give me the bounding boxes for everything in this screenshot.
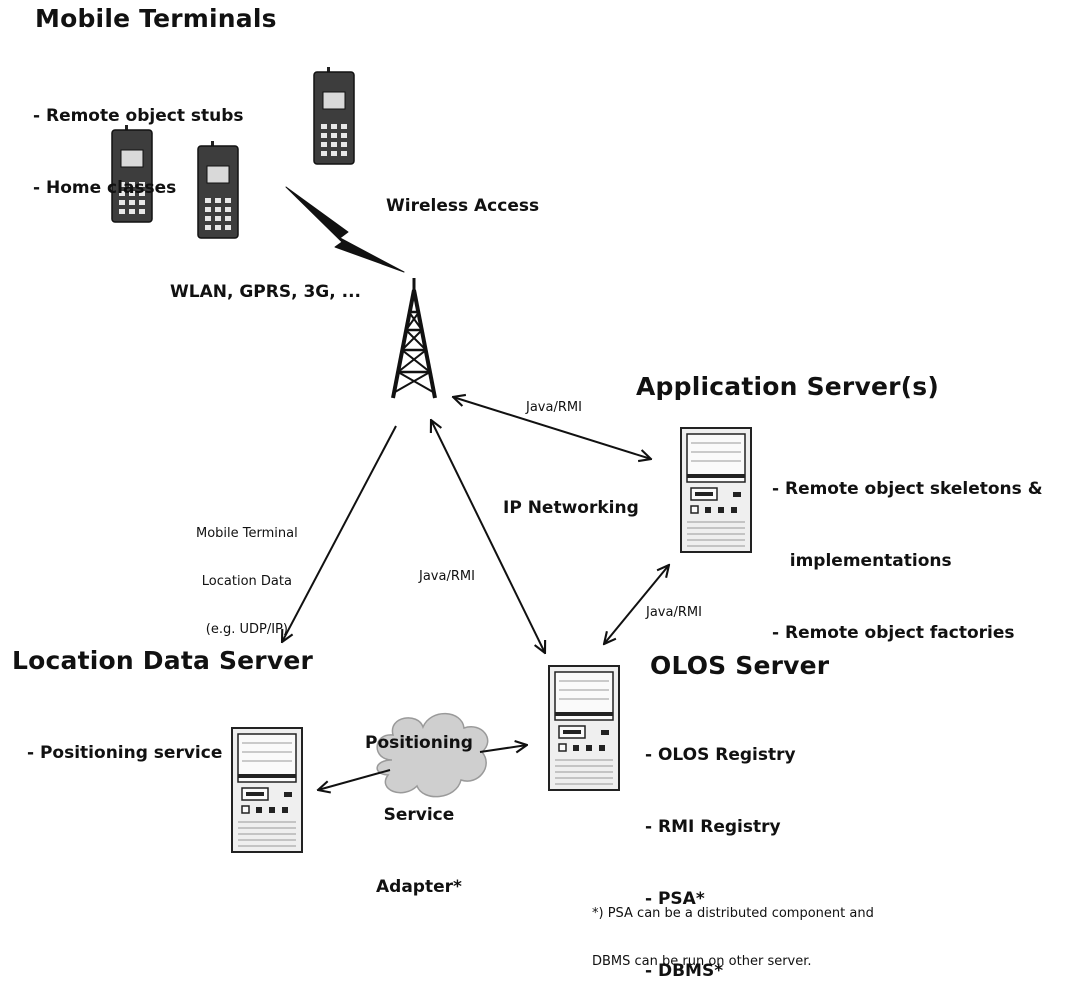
wireless-tech-label: WLAN, GPRS, 3G, ... xyxy=(170,282,362,302)
label-line: Service xyxy=(383,805,455,825)
ip-networking-label: IP Networking xyxy=(503,498,639,518)
location-data-server-title: Location Data Server xyxy=(12,646,314,675)
label-line: Adapter* xyxy=(376,877,462,897)
list-item: - RMI Registry xyxy=(645,817,781,837)
list-item: - Positioning service xyxy=(27,743,223,763)
location-data-label: Mobile Terminal Location Data (e.g. UDP/… xyxy=(196,494,298,654)
footnote: *) PSA can be a distributed component an… xyxy=(592,874,874,986)
list-item: implementations xyxy=(772,551,952,571)
arrow-cloud-olos xyxy=(479,745,527,752)
list-item: - OLOS Registry xyxy=(645,745,796,765)
label-line: Positioning xyxy=(365,733,473,753)
mobile-terminals-title: Mobile Terminals xyxy=(35,4,277,33)
list-item: - Remote object skeletons & xyxy=(772,479,1043,499)
arrow-tower-location xyxy=(282,425,397,642)
list-item: - Home classes xyxy=(33,178,177,198)
list-item: - PSA* xyxy=(645,889,705,909)
footnote-line: DBMS can be run on other server. xyxy=(592,954,812,969)
java-rmi-label: Java/RMI xyxy=(419,569,475,584)
location-server-list: - Positioning service xyxy=(27,693,222,789)
location-data-server-icon xyxy=(231,727,303,853)
java-rmi-label: Java/RMI xyxy=(646,605,702,620)
arrow-tower-application xyxy=(453,397,651,459)
mobile-phone-icon xyxy=(313,66,355,165)
olos-server-icon xyxy=(548,665,620,791)
radio-tower-icon xyxy=(391,278,437,399)
label-line: Location Data xyxy=(201,574,292,589)
footnote-line: *) PSA can be a distributed component an… xyxy=(592,906,874,921)
architecture-diagram xyxy=(111,66,752,853)
application-server-list: - Remote object skeletons & implementati… xyxy=(772,429,1043,669)
label-line: (e.g. UDP/IP) xyxy=(205,622,288,637)
psa-label: Positioning Service Adapter* xyxy=(365,683,473,923)
list-item: - Remote object stubs xyxy=(33,106,244,126)
java-rmi-label: Java/RMI xyxy=(526,400,582,415)
application-server-icon xyxy=(680,427,752,553)
lightning-icon xyxy=(285,186,405,273)
wireless-access-label: Wireless Access xyxy=(386,196,540,216)
olos-server-title: OLOS Server xyxy=(650,651,830,680)
arrow-tower-olos xyxy=(431,420,545,653)
arrow-application-olos xyxy=(604,565,669,644)
label-line: Mobile Terminal xyxy=(196,526,298,541)
list-item: - Remote object factories xyxy=(772,623,1015,643)
arrow-location-cloud xyxy=(318,769,391,790)
application-server-title: Application Server(s) xyxy=(636,372,939,401)
mobile-terminals-list: - Remote object stubs - Home classes xyxy=(33,56,244,224)
